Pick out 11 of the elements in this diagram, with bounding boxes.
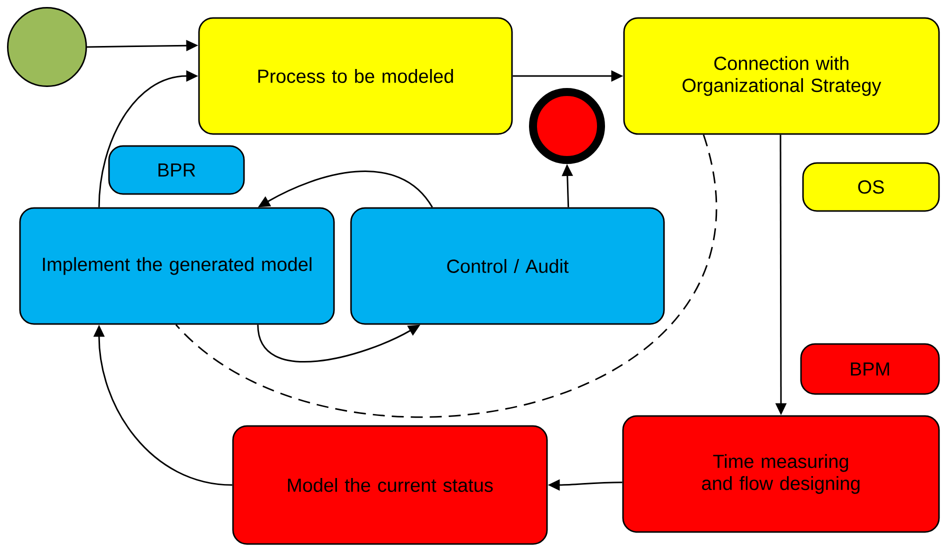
category-box: BPR	[108, 145, 245, 195]
process-box: Time measuring and flow designing	[622, 415, 940, 533]
process-box: Process to be modeled	[198, 17, 513, 135]
process-box: Model the current status	[232, 425, 548, 545]
category-box: OS	[802, 162, 940, 212]
start-circle	[7, 7, 87, 87]
category-box: BPM	[800, 343, 940, 395]
process-box: Implement the generated model	[19, 207, 335, 325]
end-circle	[529, 88, 605, 164]
process-box: Control / Audit	[350, 207, 665, 325]
process-box: Connection with Organizational Strategy	[623, 17, 940, 135]
